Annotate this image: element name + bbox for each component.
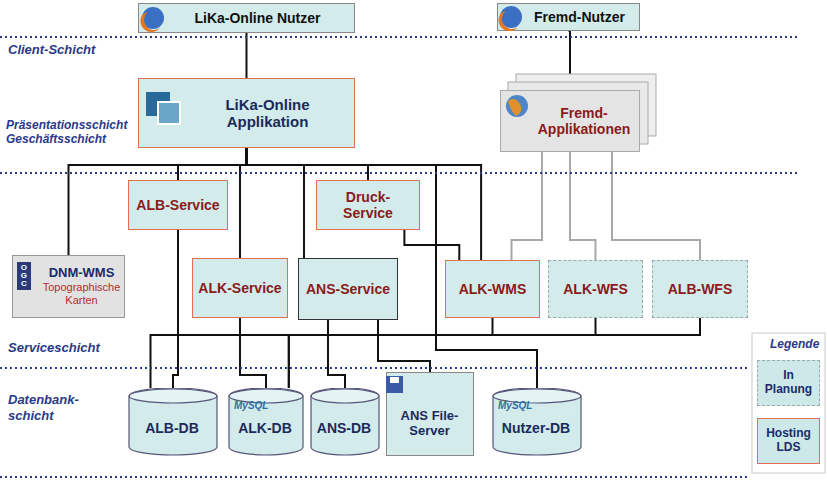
db-logo: MySQL <box>498 400 532 412</box>
node-label: LiKa-Online Applikation <box>185 96 350 131</box>
node-label: ANS File-Server <box>390 409 469 439</box>
cylinder-body <box>311 388 379 455</box>
service-box: ANS-Service <box>298 258 398 320</box>
service-box: ALK-WMS <box>445 260 540 318</box>
layer-separator <box>0 367 748 369</box>
connector-line <box>246 33 248 78</box>
service-box: ALK-WFS <box>548 260 643 318</box>
app-icon <box>146 92 180 124</box>
layer-label: Präsentationsschicht Geschäftsschicht <box>6 118 136 147</box>
connector-line <box>612 152 700 260</box>
browser-icon <box>140 6 522 32</box>
node-label: ANS-DB <box>317 420 371 436</box>
node-label: Fremd-Nutzer <box>534 9 625 25</box>
node-label: LiKa-Online Nutzer <box>194 10 320 26</box>
node-label: ALK-DB <box>238 420 292 436</box>
connector-line <box>69 148 247 255</box>
service-box: ALB-WFS <box>652 260 748 318</box>
service-box: ALK-Service <box>192 258 288 318</box>
cylinder-body <box>229 388 303 455</box>
cylinder-top <box>129 389 217 403</box>
legend-swatch: Hosting LDS <box>757 418 820 464</box>
connector-line <box>404 230 459 260</box>
connector-line <box>240 318 266 388</box>
node-label: ALB-Service <box>136 197 219 213</box>
legend-frame <box>752 333 825 473</box>
node-label: ALB-DB <box>145 420 199 436</box>
database-cylinder: ALB-DB <box>128 388 218 456</box>
node-label: ALK-WFS <box>563 281 628 297</box>
ogc-logo: OGC <box>17 262 31 290</box>
legend-text: Hosting LDS <box>758 427 819 455</box>
layer-separator <box>0 172 800 174</box>
globe-icon <box>506 95 528 117</box>
database-cylinder: ANS-DB <box>310 388 380 456</box>
connector-line <box>173 230 178 388</box>
connector-line <box>570 152 596 260</box>
layer-label: Datenbank-schicht <box>8 392 100 423</box>
node-label: DNM-WMS <box>49 266 115 281</box>
node-label: Nutzer-DB <box>502 420 570 436</box>
connector-line <box>512 152 543 260</box>
node-label: ALK-Service <box>198 280 281 296</box>
cylinder-top <box>311 389 379 403</box>
connector-line <box>328 320 345 388</box>
node-label: Fremd-Applikationen <box>533 105 635 137</box>
floppy-icon <box>386 376 403 393</box>
layer-separator <box>0 36 800 38</box>
client-box: LiKa-Online Nutzer <box>138 3 355 33</box>
service-box: ALB-Service <box>128 180 228 230</box>
node-label: ANS-Service <box>306 281 390 297</box>
legend-swatch: In Planung <box>757 360 820 406</box>
connector-line <box>378 320 430 372</box>
database-cylinder: MySQL ALK-DB <box>228 388 304 456</box>
database-cylinder: MySQL Nutzer-DB <box>492 388 582 456</box>
node-label: ALB-WFS <box>668 281 733 297</box>
cylinder-body <box>493 388 581 455</box>
node-label: Topographische Karten <box>43 281 121 306</box>
legend-text: In Planung <box>758 369 819 397</box>
layer-label: Client-Schicht <box>8 42 95 58</box>
node-label: ALK-WMS <box>459 281 527 297</box>
node-label: Druck-Service <box>321 189 415 221</box>
legend-title: Legende <box>770 337 819 351</box>
cylinder-body <box>129 388 217 455</box>
layer-label: Serviceschicht <box>8 340 100 356</box>
db-logo: MySQL <box>234 400 268 412</box>
service-box: OGC DNM-WMSTopographische Karten <box>12 255 125 318</box>
layer-separator <box>0 476 748 478</box>
service-box: Druck-Service <box>316 180 420 230</box>
